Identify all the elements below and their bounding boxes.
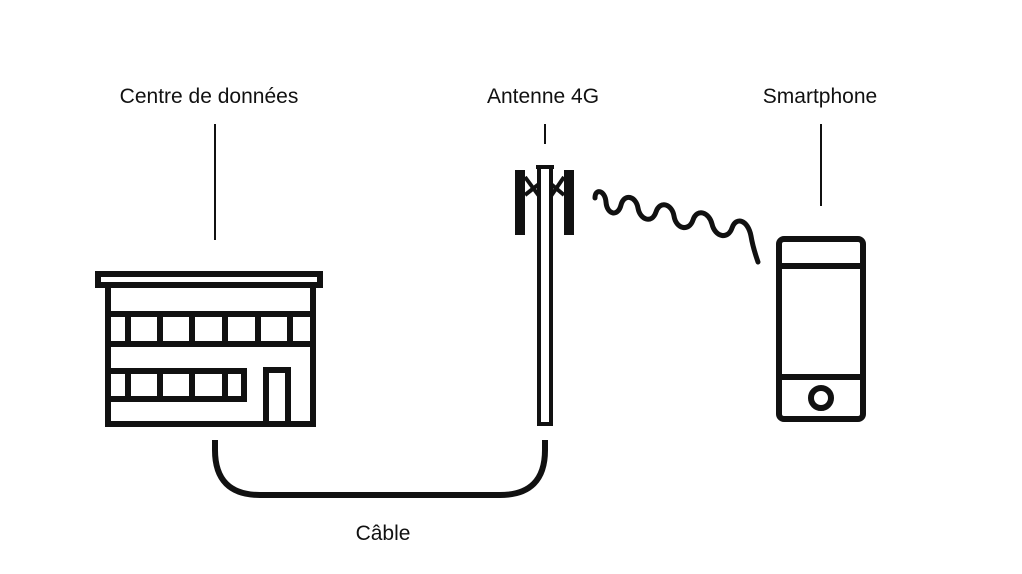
antenna-label: Antenne 4G	[486, 85, 600, 108]
cell-tower-icon	[515, 165, 574, 426]
wireless-signal-icon	[592, 189, 761, 265]
cable-line	[212, 440, 548, 498]
smartphone-icon	[776, 236, 866, 422]
building-icon	[95, 271, 323, 427]
smartphone-label: Smartphone	[762, 85, 878, 108]
cable-label: Câble	[355, 522, 411, 545]
datacenter-label: Centre de données	[119, 85, 299, 108]
